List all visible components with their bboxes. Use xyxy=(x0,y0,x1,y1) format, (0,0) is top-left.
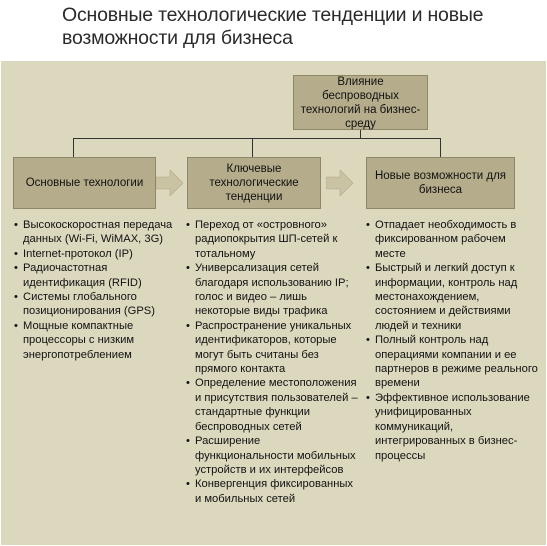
list-item: Системы глобального позиционирования (GP… xyxy=(14,290,184,319)
list-item: Расширение функциональности мобильных ус… xyxy=(186,434,362,477)
technologies-list: Высокоскоростная передача данных (Wi-Fi,… xyxy=(14,218,184,362)
connector-right xyxy=(440,138,441,157)
list-item: Быстрый и легкий доступ к информации, ко… xyxy=(366,261,538,333)
column-header-technologies: Основные технологии xyxy=(13,157,156,209)
right-arrow-icon xyxy=(156,170,184,196)
list-item: Распространение уникальных идентификатор… xyxy=(186,319,362,377)
list-item: Эффективное использование унифицированны… xyxy=(366,391,538,463)
list-item: Определение местоположения и присутствия… xyxy=(186,376,362,434)
connector-vertical-top xyxy=(360,130,361,139)
list-item: Универсализация сетей благодаря использо… xyxy=(186,261,362,319)
list-item: Отпадает необходимость в фиксированном р… xyxy=(366,218,538,261)
list-item: Переход от «островного» радиопокрытия ШП… xyxy=(186,218,362,261)
list-item: Конвергенция фиксированных и мобильных с… xyxy=(186,477,362,506)
column-header-opportunities: Новые возможности для бизнеса xyxy=(366,157,515,209)
top-box: Влияние беспроводных технологий на бизне… xyxy=(293,75,428,130)
opportunities-list: Отпадает необходимость в фиксированном р… xyxy=(366,218,538,463)
right-arrow-icon xyxy=(326,170,354,196)
list-item: Полный контроль над операциями компании … xyxy=(366,333,538,391)
list-item: Высокоскоростная передача данных (Wi-Fi,… xyxy=(14,218,184,247)
connector-horizontal xyxy=(73,138,441,139)
column-header-trends: Ключевые технологические тенденции xyxy=(187,157,321,209)
trends-list: Переход от «островного» радиопокрытия ШП… xyxy=(186,218,362,506)
diagram-title: Основные технологические тенденции и нов… xyxy=(62,4,484,49)
connector-middle xyxy=(252,138,253,157)
connector-left xyxy=(73,138,74,157)
list-item: Мощные компактные процессоры с низким эн… xyxy=(14,319,184,362)
list-item: Радиочастотная идентификация (RFID) xyxy=(14,261,184,290)
list-item: Internet-протокол (IP) xyxy=(14,247,184,262)
